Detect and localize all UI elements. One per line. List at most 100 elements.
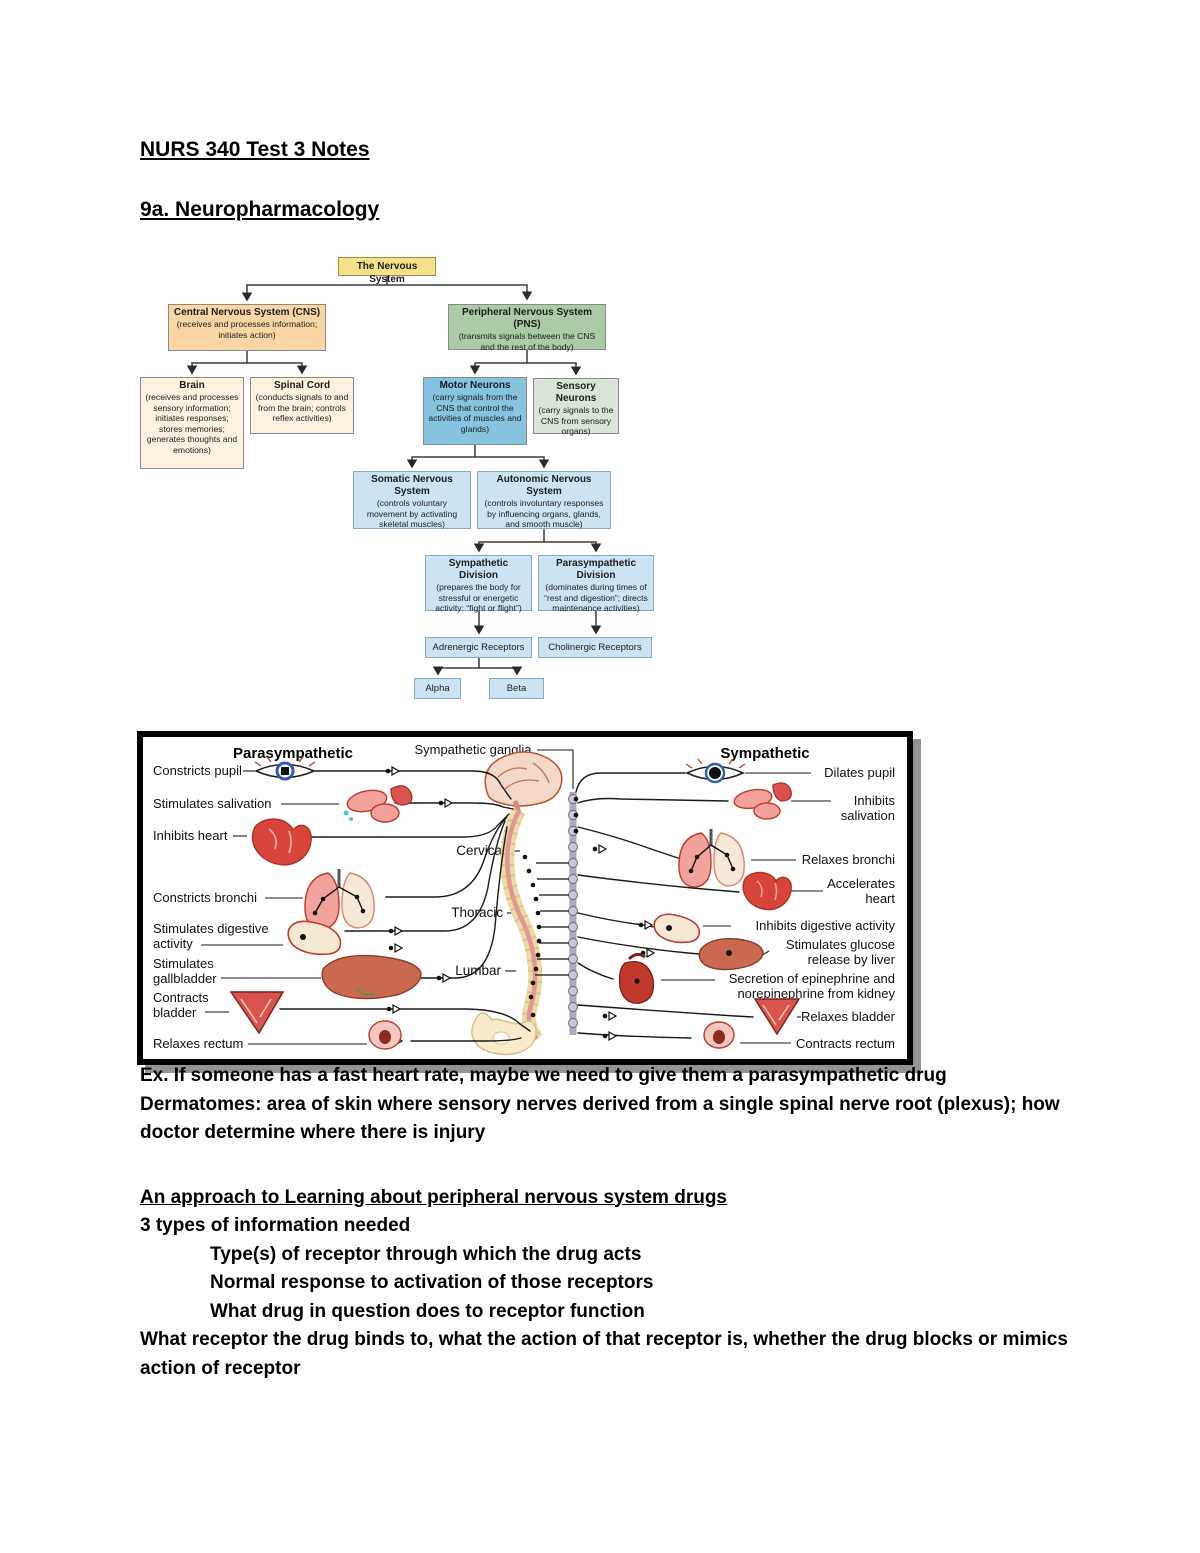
brain-illustration xyxy=(484,751,563,814)
box-desc: (receives and processes sensory informat… xyxy=(145,392,239,455)
box-desc: (prepares the body for stressful or ener… xyxy=(435,582,522,613)
box-title: The Nervous System xyxy=(356,261,418,285)
box-title: Peripheral Nervous System (PNS) xyxy=(461,307,593,330)
label-dilates-pupil: Dilates pupil xyxy=(824,765,895,780)
box-desc: (conducts signals to and from the brain;… xyxy=(255,392,349,423)
flowchart-box-alpha: Alpha xyxy=(414,678,461,699)
box-title: Autonomic Nervous System xyxy=(496,474,592,497)
autonomic-anatomy-figure: Parasympathetic Sympathetic ganglia Symp… xyxy=(137,731,913,1065)
box-title: Motor Neurons xyxy=(439,380,511,391)
left-rectum-icon xyxy=(368,1020,402,1050)
left-salivary-gland-icon xyxy=(343,785,413,823)
left-lungs-icon xyxy=(304,869,375,930)
flowchart-box-autonomic: Autonomic Nervous System (controls invol… xyxy=(477,471,611,529)
dermatomes-term: Dermatomes xyxy=(140,1093,256,1115)
box-desc: (controls voluntary movement by activati… xyxy=(366,498,458,529)
left-heart-icon xyxy=(251,818,312,866)
flowchart-box-somatic: Somatic Nervous System (controls volunta… xyxy=(353,471,471,529)
flowchart-box-spinal-cord: Spinal Cord (conducts signals to and fro… xyxy=(250,377,354,434)
note-bullet-receptor-type: Type(s) of receptor through which the dr… xyxy=(210,1243,642,1265)
sympathetic-nerve-lines xyxy=(575,772,754,1039)
flowchart-box-sensory-neurons: Sensory Neurons (carry signals to the CN… xyxy=(533,378,619,436)
anatomy-svg: Parasympathetic Sympathetic ganglia Symp… xyxy=(153,742,896,1056)
note-bullet-drug-effect: What drug in question does to receptor f… xyxy=(210,1300,645,1322)
notes-body: Ex. If someone has a fast heart rate, ma… xyxy=(140,1062,1102,1383)
header-sympathetic: Sympathetic xyxy=(720,745,809,762)
header-parasympathetic: Parasympathetic xyxy=(233,745,353,762)
flowchart-box-cholinergic-receptors: Cholinergic Receptors xyxy=(538,637,652,658)
box-title: Sympathetic Division xyxy=(448,558,509,581)
box-title: Alpha xyxy=(425,683,450,694)
note-approach-heading: An approach to Learning about peripheral… xyxy=(140,1186,727,1208)
dermatomes-definition: : area of skin where sensory nerves deri… xyxy=(140,1093,1060,1144)
box-title: Cholinergic Receptors xyxy=(548,642,642,653)
right-bladder-icon xyxy=(753,998,801,1036)
flowchart-box-beta: Beta xyxy=(489,678,544,699)
label-relaxes-bronchi: Relaxes bronchi xyxy=(802,852,895,867)
box-desc: (carry signals from the CNS that control… xyxy=(428,392,522,434)
note-three-types: 3 types of information needed xyxy=(140,1215,411,1236)
spine-label-thoracic: Thoracic xyxy=(451,905,503,920)
right-liver-icon xyxy=(698,938,764,971)
box-desc: (transmits signals between the CNS and t… xyxy=(458,331,596,352)
spine-label-cervical: Cervical xyxy=(456,843,505,858)
note-dermatomes: Dermatomes: area of skin where sensory n… xyxy=(140,1091,1102,1148)
left-liver-icon xyxy=(321,954,422,1000)
flowchart-box-motor-neurons: Motor Neurons (carry signals from the CN… xyxy=(423,377,527,445)
nervous-system-flowchart: The Nervous System Central Nervous Syste… xyxy=(140,252,740,712)
label-relaxes-rectum: Relaxes rectum xyxy=(153,1036,243,1051)
sympathetic-chain-illustration xyxy=(522,792,579,1035)
flowchart-connectors xyxy=(186,276,602,676)
label-constricts-pupil: Constricts pupil xyxy=(153,763,242,778)
note-bullet-normal-response: Normal response to activation of those r… xyxy=(210,1272,654,1293)
label-inhibits-digestive: Inhibits digestive activity xyxy=(756,918,896,933)
flowchart-box-parasympathetic-division: Parasympathetic Division (dominates duri… xyxy=(538,555,654,613)
label-inhibits-heart: Inhibits heart xyxy=(153,828,228,843)
box-title: Spinal Cord xyxy=(273,380,331,391)
flowchart-box-cns: Central Nervous System (CNS) (receives a… xyxy=(168,304,326,351)
left-eye-icon xyxy=(254,756,316,781)
right-eye-icon xyxy=(685,758,746,784)
right-salivary-gland-icon xyxy=(733,782,792,820)
flowchart-box-nervous-system: The Nervous System xyxy=(338,257,436,285)
doc-title: NURS 340 Test 3 Notes xyxy=(140,138,370,161)
box-title: Central Nervous System (CNS) xyxy=(173,307,321,318)
spine-label-lumbar: Lumbar xyxy=(455,963,501,978)
box-title: Brain xyxy=(179,380,205,391)
left-bladder-icon xyxy=(229,991,285,1035)
box-title: Adrenergic Receptors xyxy=(432,642,525,653)
flowchart-box-pns: Peripheral Nervous System (PNS) (transmi… xyxy=(448,304,606,352)
section-heading: 9a. Neuropharmacology xyxy=(140,198,380,221)
box-desc: (dominates during times of “rest and dig… xyxy=(544,582,648,613)
right-rectum-icon xyxy=(703,1021,735,1049)
right-lungs-icon xyxy=(678,829,745,888)
right-heart-icon xyxy=(742,871,792,911)
parasympathetic-nerve-lines xyxy=(279,770,531,1042)
box-desc: (controls involuntary responses by influ… xyxy=(484,498,604,529)
flowchart-box-sympathetic-division: Sympathetic Division (prepares the body … xyxy=(425,555,532,613)
spinal-column-illustration xyxy=(500,807,543,1044)
label-stimulates-salivation: Stimulates salivation xyxy=(153,796,272,811)
box-title: Somatic Nervous System xyxy=(371,474,453,497)
label-constricts-bronchi: Constricts bronchi xyxy=(153,890,257,905)
label-contracts-rectum: Contracts rectum xyxy=(796,1036,895,1051)
header-sympathetic-ganglia: Sympathetic ganglia xyxy=(414,742,532,757)
box-desc: (receives and processes information; ini… xyxy=(176,319,318,340)
note-example-line: Ex. If someone has a fast heart rate, ma… xyxy=(140,1065,947,1086)
right-kidney-icon xyxy=(618,952,655,1004)
label-relaxes-bladder: Relaxes bladder xyxy=(801,1009,896,1024)
flowchart-box-brain: Brain (receives and processes sensory in… xyxy=(140,377,244,469)
box-title: Beta xyxy=(506,683,527,694)
note-closing-line: What receptor the drug binds to, what th… xyxy=(140,1329,1068,1379)
left-stomach-icon xyxy=(287,920,342,956)
right-stomach-icon xyxy=(653,913,701,944)
box-desc: (carry signals to the CNS from sensory o… xyxy=(538,405,614,436)
